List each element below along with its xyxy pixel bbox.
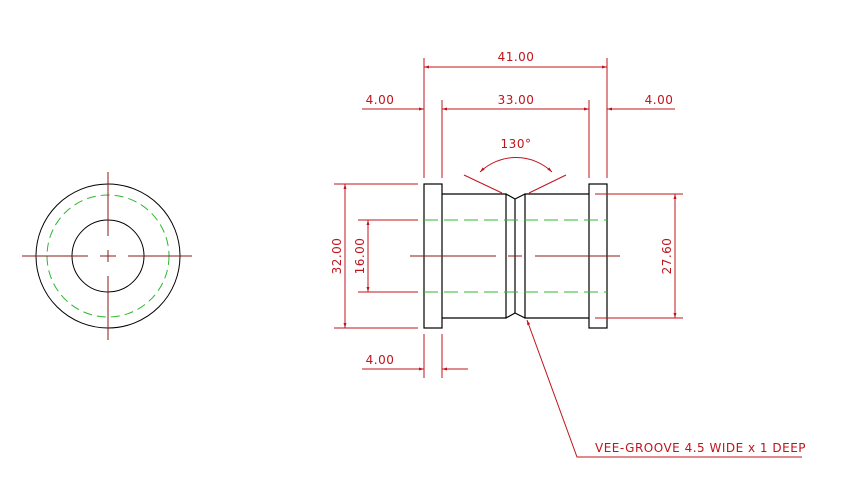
dim-body-length: 33.00 [498, 93, 535, 107]
dim-overall-length: 41.00 [498, 50, 535, 64]
left-body [442, 193, 507, 319]
dim-right-flange-top: 4.00 [645, 93, 674, 107]
dim-left-flange-top: 4.00 [366, 93, 395, 107]
dim-flange-outer-diameter: 32.00 [330, 238, 344, 275]
dim-bore-diameter: 16.00 [353, 238, 367, 275]
dim-left-flange-bottom: 4.00 [366, 353, 395, 367]
end-view-centerlines [22, 172, 192, 340]
dimension-lines [334, 58, 802, 458]
vee-groove-top [505, 193, 526, 200]
dimension-texts: 41.00 33.00 4.00 4.00 130° 4.00 32.00 16… [330, 50, 806, 455]
right-body [524, 193, 589, 319]
end-view [22, 172, 192, 340]
dim-body-diameter: 27.60 [660, 238, 674, 275]
dim-groove-angle: 130° [501, 137, 532, 151]
hidden-bore-lines [424, 219, 607, 293]
vee-groove-note: VEE-GROOVE 4.5 WIDE x 1 DEEP [595, 441, 806, 455]
vee-groove-bottom [505, 312, 526, 319]
